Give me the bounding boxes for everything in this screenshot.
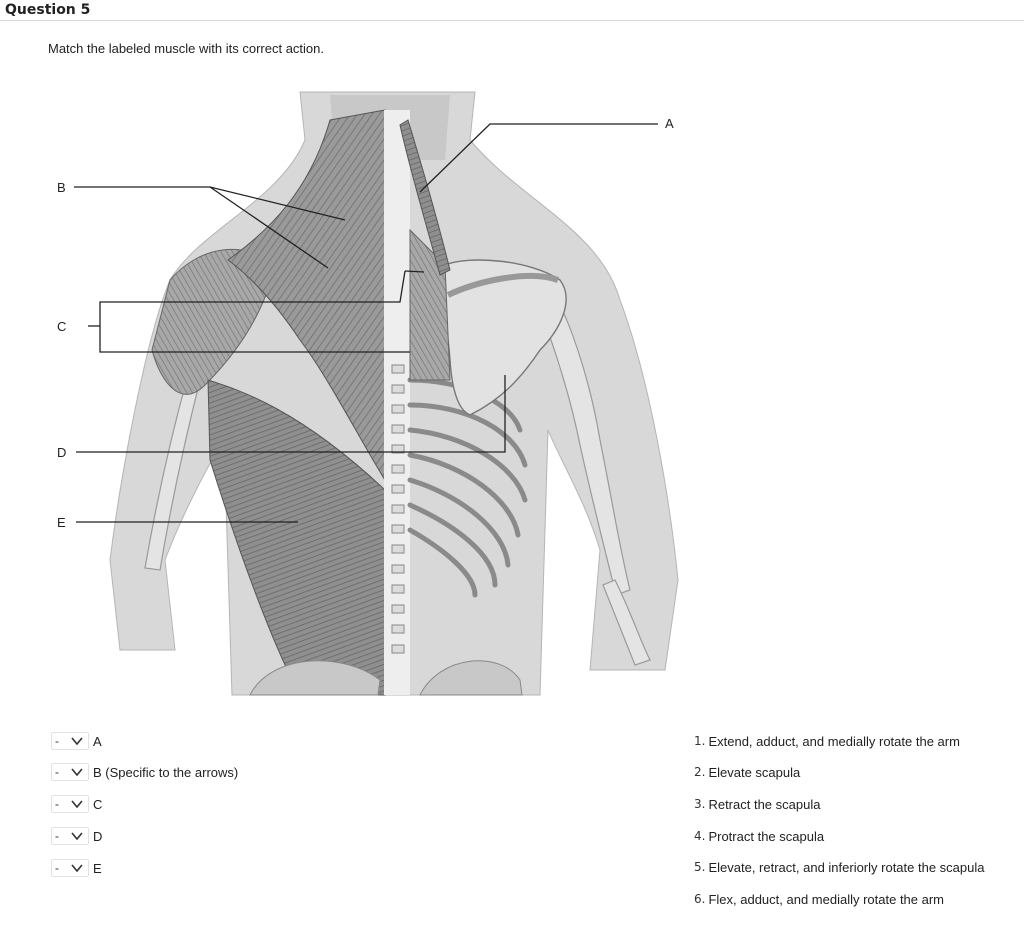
action-number: 1. <box>694 734 706 748</box>
leader-line-c-bracket <box>99 270 410 353</box>
figure-label-e: E <box>57 515 66 530</box>
match-label-b: B (Specific to the arrows) <box>93 764 239 780</box>
scapular-spine <box>446 272 560 298</box>
action-option-2: 2. Elevate scapula <box>694 762 800 782</box>
leader-line-d <box>76 375 506 453</box>
leader-line-c-top <box>404 270 425 273</box>
match-label-d: D <box>93 828 103 844</box>
figure-label-c: C <box>57 319 66 334</box>
select-value: - <box>55 861 59 875</box>
chevron-down-icon <box>71 800 83 808</box>
select-value: - <box>55 734 59 748</box>
action-option-1: 1. Extend, adduct, and medially rotate t… <box>694 731 960 751</box>
action-number: 5. <box>694 860 706 874</box>
action-text: Protract the scapula <box>708 828 825 844</box>
deltoid-left <box>151 248 276 395</box>
forearm-right <box>602 579 651 666</box>
match-label-e: E <box>93 860 102 876</box>
match-select-e[interactable]: - <box>51 859 89 877</box>
muscle-figure: A B C D E <box>0 80 700 700</box>
question-instruction: Match the labeled muscle with its correc… <box>48 41 325 56</box>
leader-line-a <box>419 123 658 193</box>
chevron-down-icon <box>71 768 83 776</box>
match-select-a[interactable]: - <box>51 732 89 750</box>
action-option-5: 5. Elevate, retract, and inferiorly rota… <box>694 857 985 877</box>
chevron-down-icon <box>71 832 83 840</box>
levator-scapulae-muscle <box>399 119 451 276</box>
match-select-d[interactable]: - <box>51 827 89 845</box>
question-title: Question 5 <box>5 2 91 18</box>
action-option-4: 4. Protract the scapula <box>694 826 824 846</box>
leader-lines <box>74 123 658 523</box>
figure-label-d: D <box>57 445 66 460</box>
action-number: 4. <box>694 829 706 843</box>
action-number: 3. <box>694 797 706 811</box>
ribs <box>407 377 528 598</box>
action-text: Elevate scapula <box>708 764 801 780</box>
scapula <box>442 259 567 416</box>
humerus-left <box>144 374 201 571</box>
match-label-a: A <box>93 733 102 749</box>
match-row-a: - A <box>51 731 102 751</box>
action-option-3: 3. Retract the scapula <box>694 794 820 814</box>
trapezius-muscle <box>227 109 386 482</box>
select-value: - <box>55 765 59 779</box>
chevron-down-icon <box>71 737 83 745</box>
leader-line-b-2 <box>209 186 329 269</box>
back-muscle-illustration: A B C D E <box>57 91 679 696</box>
match-row-d: - D <box>51 826 102 846</box>
select-value: - <box>55 797 59 811</box>
action-text: Flex, adduct, and medially rotate the ar… <box>708 891 945 907</box>
action-option-6: 6. Flex, adduct, and medially rotate the… <box>694 889 944 909</box>
question-header: Question 5 <box>0 0 1024 21</box>
action-number: 6. <box>694 892 706 906</box>
figure-label-a: A <box>665 116 674 131</box>
spine <box>384 110 410 695</box>
match-row-b: - B (Specific to the arrows) <box>51 762 238 782</box>
match-label-c: C <box>93 796 103 812</box>
pelvis <box>249 660 381 696</box>
match-row-c: - C <box>51 794 102 814</box>
pelvis-right <box>419 660 523 696</box>
action-number: 2. <box>694 765 706 779</box>
chevron-down-icon <box>71 864 83 872</box>
match-select-c[interactable]: - <box>51 795 89 813</box>
action-text: Elevate, retract, and inferiorly rotate … <box>708 859 985 875</box>
match-row-e: - E <box>51 858 102 878</box>
figure-label-b: B <box>57 180 66 195</box>
vertebrae <box>391 364 405 654</box>
match-select-b[interactable]: - <box>51 763 89 781</box>
select-value: - <box>55 829 59 843</box>
action-text: Retract the scapula <box>708 796 821 812</box>
action-text: Extend, adduct, and medially rotate the … <box>708 733 960 749</box>
